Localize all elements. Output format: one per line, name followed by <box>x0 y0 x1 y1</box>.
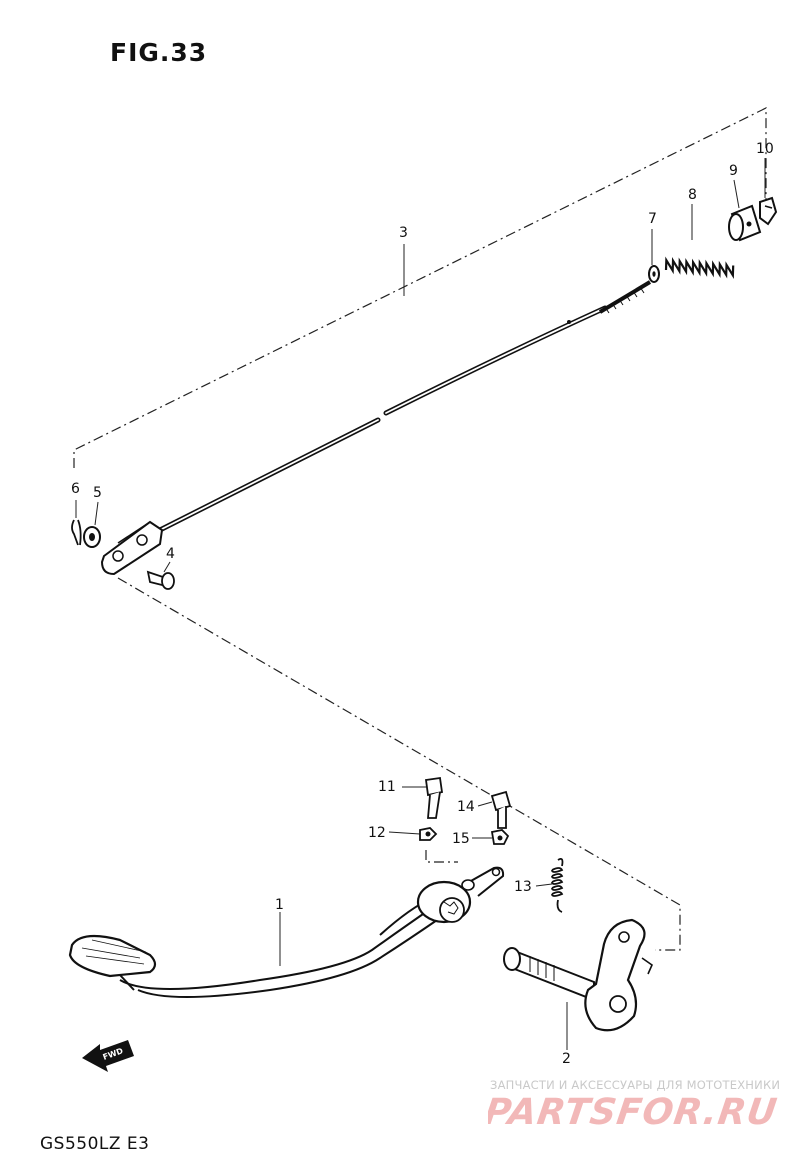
nut-part-15 <box>490 829 510 845</box>
joint-part-9 <box>728 204 762 242</box>
callout-6: 6 <box>71 481 80 497</box>
watermark-tagline: ЗАПЧАСТИ И АКСЕССУАРЫ ДЛЯ МОТОТЕХНИКИ <box>490 1078 781 1092</box>
callout-10: 10 <box>756 141 774 157</box>
bolt-part-14 <box>490 790 512 829</box>
svg-text:PARTSFOR.RU: PARTSFOR.RU <box>488 1090 780 1132</box>
callout-7: 7 <box>648 211 657 227</box>
washer-part-7 <box>648 265 660 283</box>
cotter-pin-part-6 <box>71 519 82 546</box>
clevis-pin-part-4 <box>146 570 175 590</box>
bolt-part-11 <box>424 776 444 819</box>
brake-rod-part-3 <box>100 280 652 576</box>
forward-arrow-icon: FWD <box>82 1040 134 1072</box>
washer-part-5 <box>83 526 101 548</box>
callout-14: 14 <box>457 799 475 815</box>
callout-leaders <box>75 158 766 1050</box>
callout-13: 13 <box>514 879 532 895</box>
brake-shaft-part-2 <box>503 918 653 1032</box>
assembly-guide-lines <box>73 107 767 951</box>
spring-part-13 <box>551 857 564 913</box>
watermark-logo: PARTSFOR.RU <box>488 1090 780 1132</box>
model-code: GS550LZ E3 <box>40 1134 150 1154</box>
callout-12: 12 <box>368 825 386 841</box>
callout-9: 9 <box>729 163 738 179</box>
callout-2: 2 <box>562 1051 571 1067</box>
callout-1: 1 <box>275 897 284 913</box>
nut-part-12 <box>419 827 438 841</box>
callout-4: 4 <box>166 546 175 562</box>
figure-title: FIG.33 <box>110 38 208 67</box>
adjuster-nut-part-10 <box>759 196 778 226</box>
callout-15: 15 <box>452 831 470 847</box>
spring-part-8 <box>664 256 735 280</box>
callout-3: 3 <box>399 225 408 241</box>
callout-8: 8 <box>688 187 697 203</box>
callout-5: 5 <box>93 485 102 501</box>
brake-pedal-part-1 <box>68 866 505 998</box>
callout-11: 11 <box>378 779 396 795</box>
